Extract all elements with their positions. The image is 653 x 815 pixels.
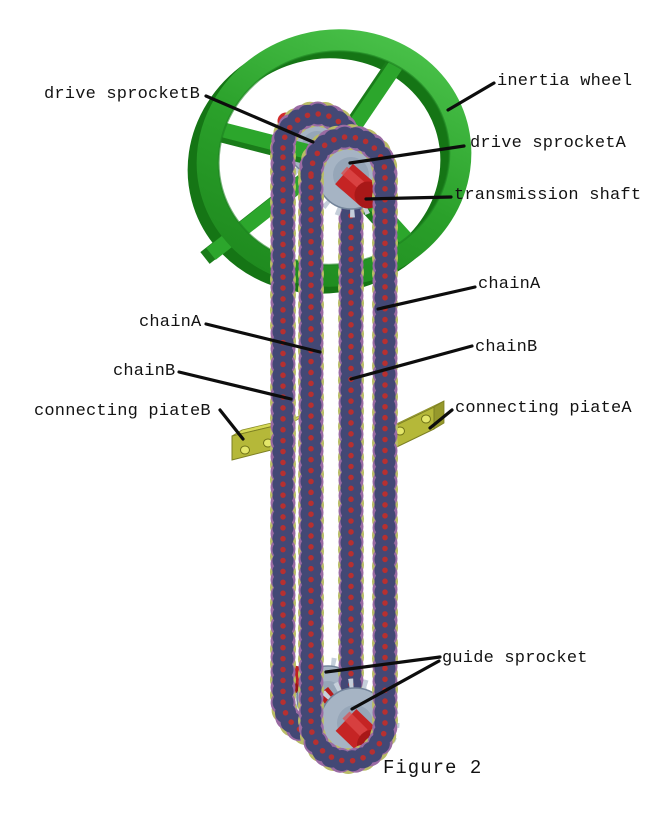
leader-connecting-piate-a bbox=[428, 408, 454, 430]
leader-drive-sprocket-b bbox=[204, 94, 315, 144]
label-transmission-shaft: transmission shaft bbox=[454, 186, 642, 205]
leader-lines bbox=[177, 81, 496, 711]
figure-caption: Figure 2 bbox=[383, 757, 483, 779]
label-connecting-piate-a: connecting piateA bbox=[455, 399, 632, 418]
leader-chain-a-left bbox=[204, 322, 322, 354]
leader-chain-b-left bbox=[177, 370, 293, 401]
label-connecting-piate-b: connecting piateB bbox=[34, 402, 211, 421]
label-chain-a-left: chainA bbox=[139, 313, 202, 332]
plate-hole bbox=[421, 414, 431, 424]
leader-connecting-piate-b bbox=[218, 408, 245, 441]
label-drive-sprocket-a: drive sprocketA bbox=[470, 134, 627, 153]
leader-chain-a-right bbox=[376, 285, 477, 311]
leader-inertia-wheel bbox=[446, 81, 496, 112]
leader-transmission-shaft bbox=[364, 195, 453, 201]
plate-hole bbox=[240, 445, 250, 455]
label-guide-sprocket: guide sprocket bbox=[442, 649, 588, 668]
label-chain-a-right: chainA bbox=[478, 275, 541, 294]
leader-drive-sprocket-a bbox=[348, 144, 466, 165]
label-chain-b-right: chainB bbox=[475, 338, 538, 357]
leader-chain-b-right bbox=[349, 344, 474, 381]
label-chain-b-left: chainB bbox=[113, 362, 176, 381]
leader-guide-sprocket-rear bbox=[324, 655, 442, 674]
leader-guide-sprocket-front bbox=[350, 659, 441, 711]
label-inertia-wheel: inertia wheel bbox=[497, 72, 633, 91]
label-drive-sprocket-b: drive sprocketB bbox=[44, 85, 201, 104]
